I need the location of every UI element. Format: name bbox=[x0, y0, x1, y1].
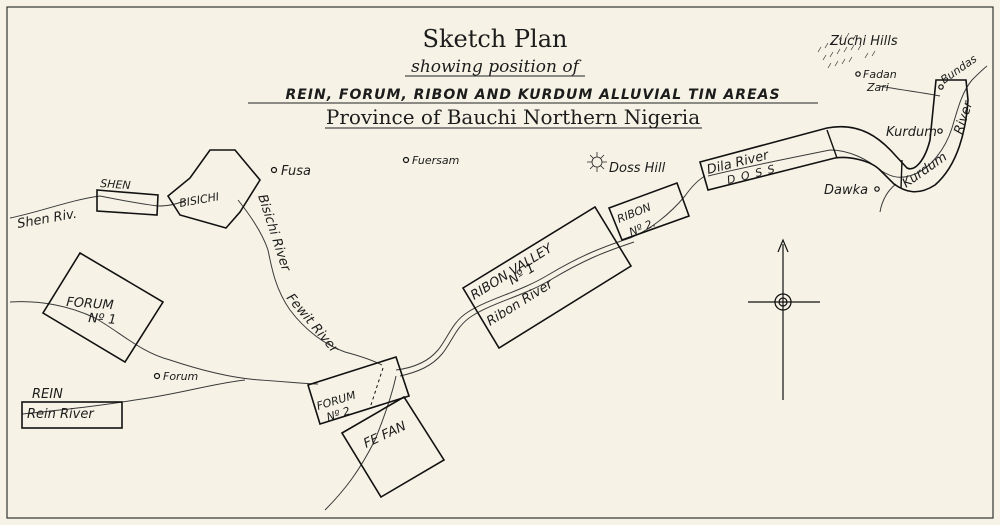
rein-river-label: Rein River bbox=[27, 407, 95, 422]
doss-divider-1 bbox=[826, 129, 838, 159]
dawka-label: Dawka bbox=[824, 183, 868, 198]
fefan-label: FE FAN bbox=[361, 419, 409, 452]
kurdum-river bbox=[914, 65, 988, 175]
zari-stream bbox=[879, 85, 941, 97]
shen-river bbox=[9, 195, 187, 219]
forum1-area: FORUM Nº 1 bbox=[41, 251, 165, 364]
kurdum-town-label: Kurdum bbox=[886, 125, 937, 140]
fuersam-town: Fuersam bbox=[402, 154, 459, 167]
title-showing-position: showing position of bbox=[411, 57, 582, 77]
river-label-vertical: River bbox=[952, 98, 977, 136]
bundas-label: Bundas bbox=[938, 52, 979, 86]
fewit-river-label: Fewit River bbox=[283, 291, 342, 358]
dawka-town: Dawka bbox=[824, 183, 880, 198]
title-sketch-plan: Sketch Plan bbox=[423, 25, 568, 53]
forum1-label-b: Nº 1 bbox=[88, 311, 117, 328]
kurdum-town: Kurdum bbox=[886, 125, 943, 140]
fuersam-label: Fuersam bbox=[412, 154, 459, 167]
rein-label: REIN bbox=[32, 387, 63, 402]
ribon2-area: RIBON Nº 2. bbox=[607, 181, 691, 242]
ribon-river bbox=[395, 175, 706, 371]
dila-river bbox=[707, 149, 916, 178]
bisichi-river bbox=[237, 199, 383, 366]
title-tin-areas: REIN, FORUM, RIBON AND KURDUM ALLUVIAL T… bbox=[285, 87, 780, 103]
rein-river bbox=[21, 379, 246, 415]
rein-area: REIN Rein River bbox=[21, 387, 123, 429]
fadan-town: Fadan bbox=[855, 68, 897, 81]
fadan-label: Fadan bbox=[863, 68, 897, 81]
hill-icon bbox=[587, 152, 607, 172]
bundas-town: Bundas bbox=[938, 52, 979, 90]
doss-hill-label: Doss Hill bbox=[609, 161, 666, 176]
north-arrow-icon bbox=[748, 238, 820, 400]
forum1-label-a: FORUM bbox=[66, 295, 114, 313]
title-province: Province of Bauchi Northern Nigeria bbox=[326, 105, 700, 129]
zuchi-hills-label: Zuchi Hills bbox=[829, 34, 898, 49]
forum-town-label: Forum bbox=[163, 370, 198, 383]
shen-area: SHEN bbox=[96, 177, 159, 216]
forum2-divider bbox=[369, 367, 384, 409]
fefan-river bbox=[324, 375, 397, 511]
fusa-town: Fusa bbox=[270, 164, 311, 179]
hills-hatching-icon bbox=[817, 32, 876, 69]
ribon-valley-area: RIBON VALLEY Nº 1 Ribon River bbox=[461, 205, 633, 350]
bisichi-river-label: Bisichi River bbox=[254, 193, 293, 275]
doss-divider-2 bbox=[900, 159, 903, 189]
map-border bbox=[6, 6, 994, 519]
zuchi-hills: Zuchi Hills bbox=[817, 32, 898, 69]
forum2-area: FORUM Nº 2 bbox=[307, 355, 411, 426]
bisichi-label: BISICHI bbox=[178, 190, 220, 210]
doss-hill: Doss Hill bbox=[587, 152, 666, 176]
zari-label: Zari bbox=[866, 81, 889, 94]
bisichi-area: BISICHI bbox=[166, 149, 261, 229]
dawka-stream bbox=[879, 183, 897, 213]
shen-label: SHEN bbox=[100, 177, 131, 192]
fusa-label: Fusa bbox=[281, 164, 311, 179]
fewit-river bbox=[9, 301, 319, 385]
shen-river-label: Shen Riv. bbox=[16, 207, 78, 232]
ribon-river-2 bbox=[399, 241, 635, 377]
forum-town: Forum bbox=[153, 370, 198, 383]
